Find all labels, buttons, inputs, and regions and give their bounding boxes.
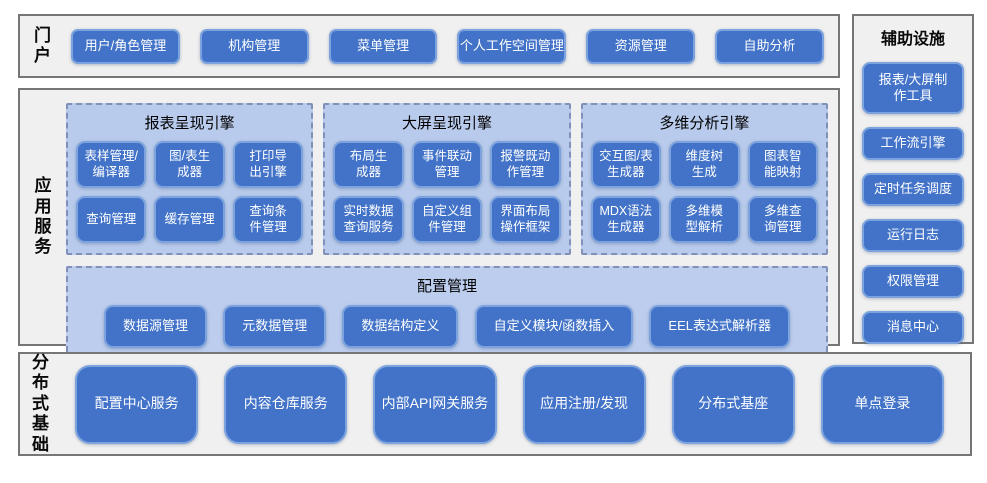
workflow-engine-button[interactable]: 工作流引擎 [862, 127, 964, 160]
layout-generator-button[interactable]: 布局生 成器 [333, 141, 404, 188]
portal-label: 门 户 [34, 25, 51, 65]
single-sign-on-button[interactable]: 单点登录 [820, 364, 945, 444]
print-export-engine-button[interactable]: 打印导 出引擎 [232, 141, 304, 188]
report-render-engine-title: 报表呈现引擎 [144, 115, 235, 132]
custom-module-function-insert-button[interactable]: 自定义模块/函数插入 [474, 305, 634, 348]
distributed-pedestal-button[interactable]: 分布式基座 [671, 364, 795, 444]
event-linkage-management-button[interactable]: 事件联动 管理 [411, 141, 483, 188]
message-center-button[interactable]: 消息中心 [862, 311, 964, 344]
content-repository-service-button[interactable]: 内容仓库服务 [224, 364, 348, 444]
report-render-engine-group: 报表呈现引擎 表样管理/ 编译器 图/表生 成器 打印导 出引擎 查询管理 缓存… [66, 103, 314, 255]
ui-layout-operation-framework-button[interactable]: 界面布局 操作框架 [490, 196, 561, 243]
eel-expression-parser-button[interactable]: EEL表达式解析器 [649, 305, 790, 348]
scheduled-task-scheduling-button[interactable]: 定时任务调度 [862, 173, 964, 206]
chart-smart-mapping-button[interactable]: 图表智 能映射 [747, 141, 818, 188]
query-management-button[interactable]: 查询管理 [76, 196, 147, 243]
self-service-analysis-button[interactable]: 自助分析 [715, 28, 824, 64]
distributed-base-section: 分 布 式 基 础 配置中心服务 内容仓库服务 内部API网关服务 应用注册/发… [18, 352, 972, 456]
metadata-management-button[interactable]: 元数据管理 [223, 305, 327, 348]
menu-management-button[interactable]: 菜单管理 [328, 28, 438, 64]
run-logs-button[interactable]: 运行日志 [862, 219, 964, 252]
multidim-query-management-button[interactable]: 多维查 询管理 [747, 196, 818, 243]
portal-section: 门 户 用户/角色管理 机构管理 菜单管理 个人工作空间管理 资源管理 自助分析 [18, 14, 840, 78]
chart-table-generator-button[interactable]: 图/表生 成器 [154, 141, 225, 188]
org-management-button[interactable]: 机构管理 [199, 28, 309, 64]
application-services-label-wrap: 应 用 服 务 [20, 90, 66, 344]
permission-management-button[interactable]: 权限管理 [862, 265, 964, 298]
big-screen-render-engine-grid: 布局生 成器 事件联动 管理 报警既动 作管理 实时数据 查询服务 自定义组 件… [333, 141, 561, 243]
engines-row: 报表呈现引擎 表样管理/ 编译器 图/表生 成器 打印导 出引擎 查询管理 缓存… [66, 103, 828, 255]
resource-management-button[interactable]: 资源管理 [586, 28, 696, 64]
application-services-label: 应 用 服 务 [34, 176, 52, 257]
mdx-syntax-generator-button[interactable]: MDX语法 生成器 [590, 196, 662, 243]
config-management-group: 配置管理 数据源管理 元数据管理 数据结构定义 自定义模块/函数插入 EEL表达… [66, 266, 828, 362]
alarm-action-management-button[interactable]: 报警既动 作管理 [490, 141, 561, 188]
config-management-row: 数据源管理 元数据管理 数据结构定义 自定义模块/函数插入 EEL表达式解析器 [104, 305, 790, 348]
datasource-management-button[interactable]: 数据源管理 [104, 305, 208, 348]
big-screen-render-engine-title: 大屏呈现引擎 [401, 115, 492, 132]
app-registration-discovery-button[interactable]: 应用注册/发现 [522, 364, 646, 444]
user-role-management-button[interactable]: 用户/角色管理 [71, 28, 180, 64]
report-render-engine-grid: 表样管理/ 编译器 图/表生 成器 打印导 出引擎 查询管理 缓存管理 查询条 … [76, 141, 304, 243]
application-services-body: 报表呈现引擎 表样管理/ 编译器 图/表生 成器 打印导 出引擎 查询管理 缓存… [66, 90, 838, 362]
cache-management-button[interactable]: 缓存管理 [154, 196, 225, 243]
report-screen-authoring-tool-button[interactable]: 报表/大屏制 作工具 [862, 62, 964, 114]
config-management-title: 配置管理 [416, 278, 477, 295]
query-condition-management-button[interactable]: 查询条 件管理 [232, 196, 304, 243]
custom-component-management-button[interactable]: 自定义组 件管理 [411, 196, 483, 243]
multidim-analysis-engine-group: 多维分析引擎 交互图/表 生成器 维度树 生成 图表智 能映射 MDX语法 生成… [580, 103, 828, 255]
data-structure-definition-button[interactable]: 数据结构定义 [342, 305, 459, 348]
personal-workspace-management-button[interactable]: 个人工作空间管理 [457, 28, 567, 64]
multidim-model-parsing-button[interactable]: 多维模 型解析 [669, 196, 740, 243]
distributed-base-label: 分 布 式 基 础 [32, 353, 49, 454]
internal-api-gateway-service-button[interactable]: 内部API网关服务 [373, 364, 497, 444]
dimension-tree-generation-button[interactable]: 维度树 生成 [669, 141, 740, 188]
multidim-analysis-engine-grid: 交互图/表 生成器 维度树 生成 图表智 能映射 MDX语法 生成器 多维模 型… [590, 141, 818, 243]
auxiliary-facilities-title: 辅助设施 [880, 31, 945, 48]
application-services-section: 应 用 服 务 报表呈现引擎 表样管理/ 编译器 图/表生 成器 打印导 出引擎… [18, 88, 840, 362]
realtime-data-query-service-button[interactable]: 实时数据 查询服务 [333, 196, 404, 243]
multidim-analysis-engine-title: 多维分析引擎 [659, 115, 750, 132]
interactive-chart-generator-button[interactable]: 交互图/表 生成器 [590, 141, 662, 188]
big-screen-render-engine-group: 大屏呈现引擎 布局生 成器 事件联动 管理 报警既动 作管理 实时数据 查询服务… [323, 103, 571, 255]
auxiliary-facilities-section: 辅助设施 报表/大屏制 作工具 工作流引擎 定时任务调度 运行日志 权限管理 消… [852, 14, 974, 344]
style-management-compiler-button[interactable]: 表样管理/ 编译器 [76, 141, 147, 188]
config-center-service-button[interactable]: 配置中心服务 [75, 364, 199, 444]
